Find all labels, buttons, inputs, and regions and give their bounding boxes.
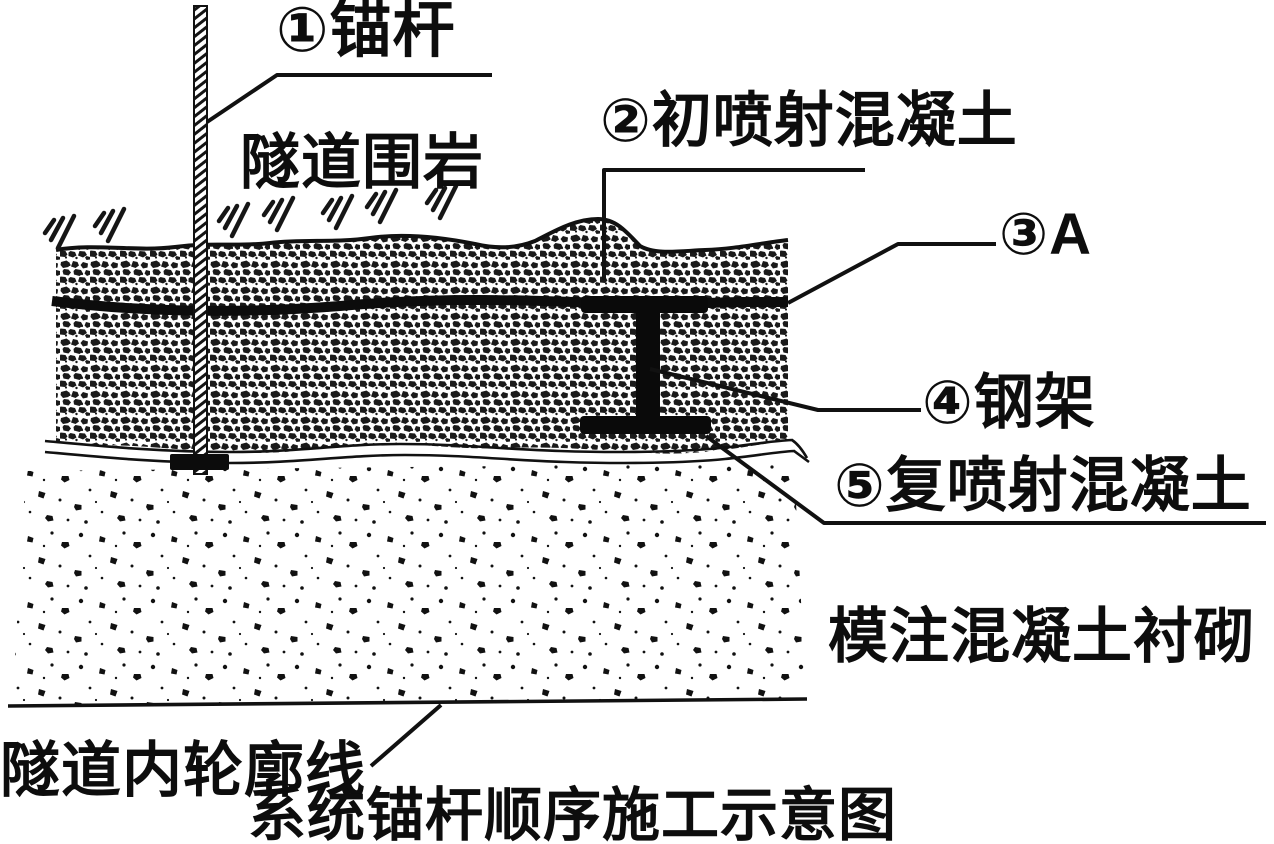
cast-lining-label: 模注混凝土衬砌 <box>828 603 1255 670</box>
surrounding-rock-label: 隧道围岩 <box>240 129 484 196</box>
leader-steel-frame <box>649 367 921 412</box>
cast-lining-speckle-area <box>12 463 806 706</box>
inner-contour-line <box>7 697 808 708</box>
leader-inner-contour <box>369 703 443 768</box>
anchor-bolt-label: ①锚杆 <box>276 0 456 65</box>
re-shotcrete-label: ⑤复喷射混凝土 <box>834 452 1252 519</box>
anchor-rod <box>193 5 208 475</box>
anchor-plate <box>170 454 229 470</box>
layer-a-label: ③A <box>999 202 1092 267</box>
leader-initial-shotcrete <box>602 168 865 280</box>
rock-top-boundary-line <box>55 216 789 254</box>
re-shotcrete-upper-line <box>44 438 809 459</box>
inner-contour-label: 隧道内轮廓线 <box>0 737 366 804</box>
leader-layer-a <box>787 242 996 305</box>
initial-shotcrete-label: ②初喷射混凝土 <box>600 87 1018 154</box>
leader-anchor-bolt <box>205 73 492 124</box>
diagram-caption: 系统锚杆顺序施工示意图 <box>248 783 898 844</box>
re-shotcrete-lower-line <box>44 449 810 465</box>
leader-re-shotcrete <box>704 434 1266 525</box>
steel-frame-label: ④钢架 <box>922 369 1096 436</box>
steel-frame-ibeam <box>580 296 711 434</box>
